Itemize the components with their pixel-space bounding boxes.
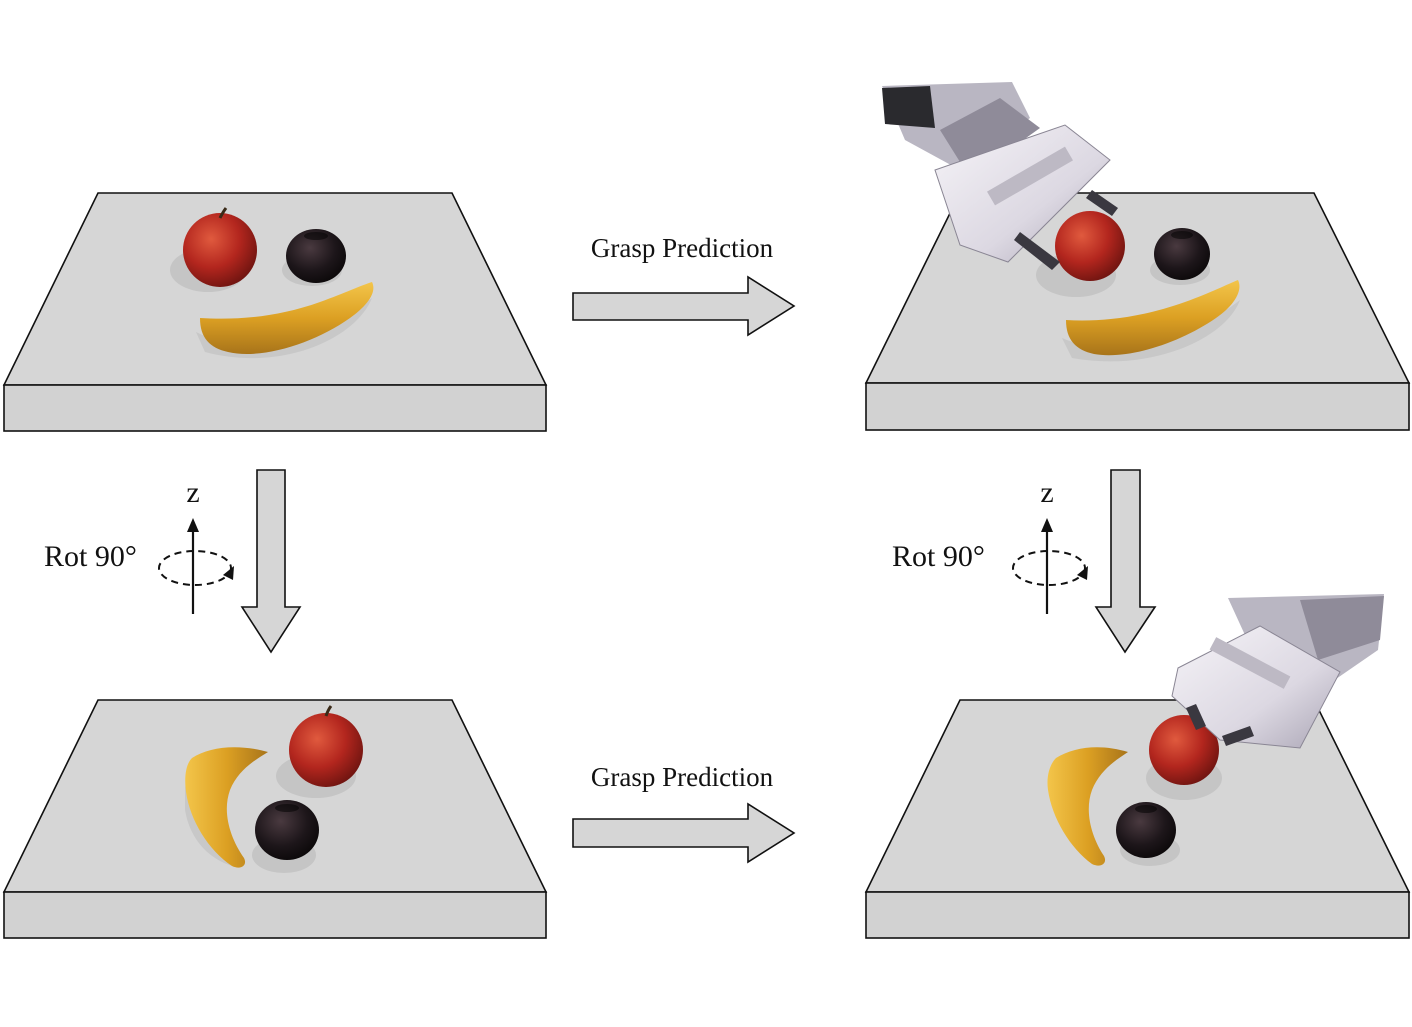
banana [185, 747, 268, 868]
dark-apple [1154, 228, 1210, 280]
table-top-left [2, 192, 548, 432]
arrow-down-icon [240, 469, 302, 654]
rotation-axis-icon [158, 518, 234, 614]
banana [1066, 280, 1240, 356]
red-apple [1149, 715, 1219, 785]
z-axis-label-left: z [186, 476, 199, 509]
grasp-prediction-label-bottom: Grasp Prediction [591, 762, 774, 792]
scene-top-left [2, 192, 548, 432]
scene-bottom-right [864, 594, 1411, 939]
dark-apple [286, 229, 346, 283]
dark-apple [255, 800, 319, 860]
shadow [185, 785, 240, 868]
grasp-prediction-label-top: Grasp Prediction [591, 233, 774, 263]
grasp-arrow-bottom [572, 802, 796, 864]
table-front [865, 891, 1410, 939]
table-front [3, 384, 547, 432]
rotate-arrow-left [240, 469, 302, 654]
arrow-right-icon [572, 275, 796, 337]
rotation-axis-icon [1012, 518, 1088, 614]
robot-gripper [1171, 594, 1384, 749]
shadow [1062, 300, 1240, 362]
table-bottom-left [2, 699, 548, 939]
table-top-right [864, 192, 1411, 431]
scene-bottom-left [2, 699, 548, 939]
table-front [3, 891, 547, 939]
banana [1047, 747, 1128, 866]
table-front [865, 382, 1410, 431]
red-apple [289, 705, 363, 787]
grasp-arrow-top [572, 275, 796, 337]
banana [200, 282, 374, 354]
rotation-label-left: Rot 90° [44, 540, 137, 573]
rotate-arrow-right [1094, 469, 1157, 654]
red-apple [183, 207, 257, 287]
z-axis-label-right: z [1040, 476, 1053, 509]
rotation-label-right: Rot 90° [892, 540, 985, 573]
arrow-down-icon [1094, 469, 1157, 654]
robot-gripper [882, 82, 1118, 270]
dark-apple [1116, 802, 1176, 858]
arrow-right-icon [572, 802, 796, 864]
red-apple [1055, 211, 1125, 281]
table-bottom-right [864, 699, 1411, 939]
scene-top-right [864, 82, 1411, 431]
